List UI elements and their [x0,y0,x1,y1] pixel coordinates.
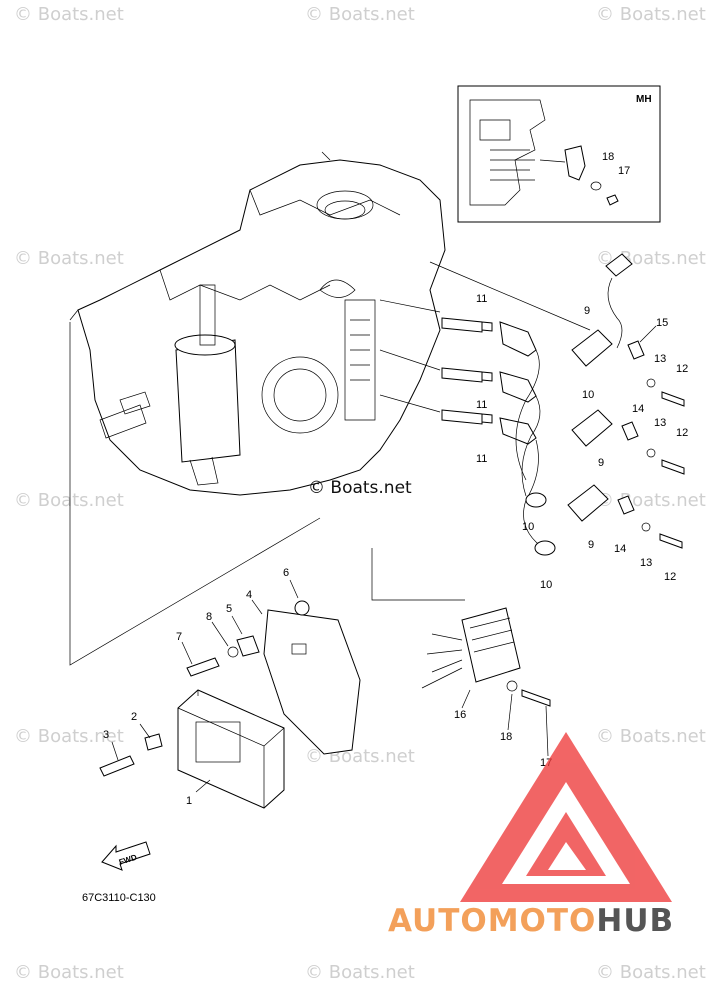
callout-9a: 9 [584,305,590,317]
watermark: © Boats.net [14,4,124,25]
callout-8: 8 [206,611,212,623]
callout-12c: 12 [664,571,676,583]
fwd-arrow-icon: FWD [101,841,151,871]
reference-lines [69,261,591,666]
automotohub-logo-icon [460,732,672,902]
callout-10c: 10 [540,579,552,591]
callout-12a: 12 [676,363,688,375]
callout-14a: 14 [632,403,644,415]
callout-leaders [111,325,657,793]
callout-4: 4 [246,589,252,601]
callout-17a: 17 [618,165,630,177]
watermark: © Boats.net [596,4,706,25]
watermark: © Boats.net [14,962,124,983]
plug-caps [499,321,556,556]
callout-11a: 11 [476,293,487,305]
callout-9c: 9 [588,539,594,551]
spark-plugs [441,317,493,425]
callout-10a: 10 [582,389,594,401]
logo-text-part1: AUTOMOTO [388,903,597,939]
engine-block [69,151,446,496]
callout-3: 3 [103,729,109,741]
rectifier-regulator [421,607,551,707]
logo-text: AUTOMOTOHUB [388,903,674,939]
callout-13a: 13 [654,353,666,365]
inset-mh [457,85,661,223]
logo-text-part2: HUB [596,903,675,939]
watermark: © Boats.net [14,490,124,511]
callout-2: 2 [131,711,137,723]
callout-10b: 10 [522,521,534,533]
callout-9b: 9 [598,457,604,469]
callout-16: 16 [454,709,466,721]
cdi-unit [99,600,361,809]
callout-7: 7 [176,631,182,643]
callout-11b: 11 [476,399,487,411]
callout-13b: 13 [654,417,666,429]
watermark: © Boats.net [14,726,124,747]
watermark: © Boats.net [305,4,415,25]
callouts: 1 2 3 4 5 6 7 8 9 9 9 10 10 10 11 11 11 … [103,151,688,807]
callout-11c: 11 [476,453,487,465]
callout-5: 5 [226,603,232,615]
callout-12b: 12 [676,427,688,439]
diagram-code: 67C3110-C130 [82,892,156,904]
center-watermark: © Boats.net [308,478,412,498]
watermark: © Boats.net [596,962,706,983]
bolts-right [641,378,685,549]
callout-13c: 13 [640,557,652,569]
watermark: © Boats.net [14,248,124,269]
watermark: © Boats.net [305,962,415,983]
watermark: © Boats.net [596,726,706,747]
callout-6: 6 [283,567,289,579]
callout-1: 1 [186,795,192,807]
callout-18b: 18 [500,731,512,743]
inset-label: MH [636,94,652,105]
callout-15: 15 [656,317,668,329]
callout-14b: 14 [614,543,626,555]
ignition-coils [567,253,645,522]
callout-18a: 18 [602,151,614,163]
